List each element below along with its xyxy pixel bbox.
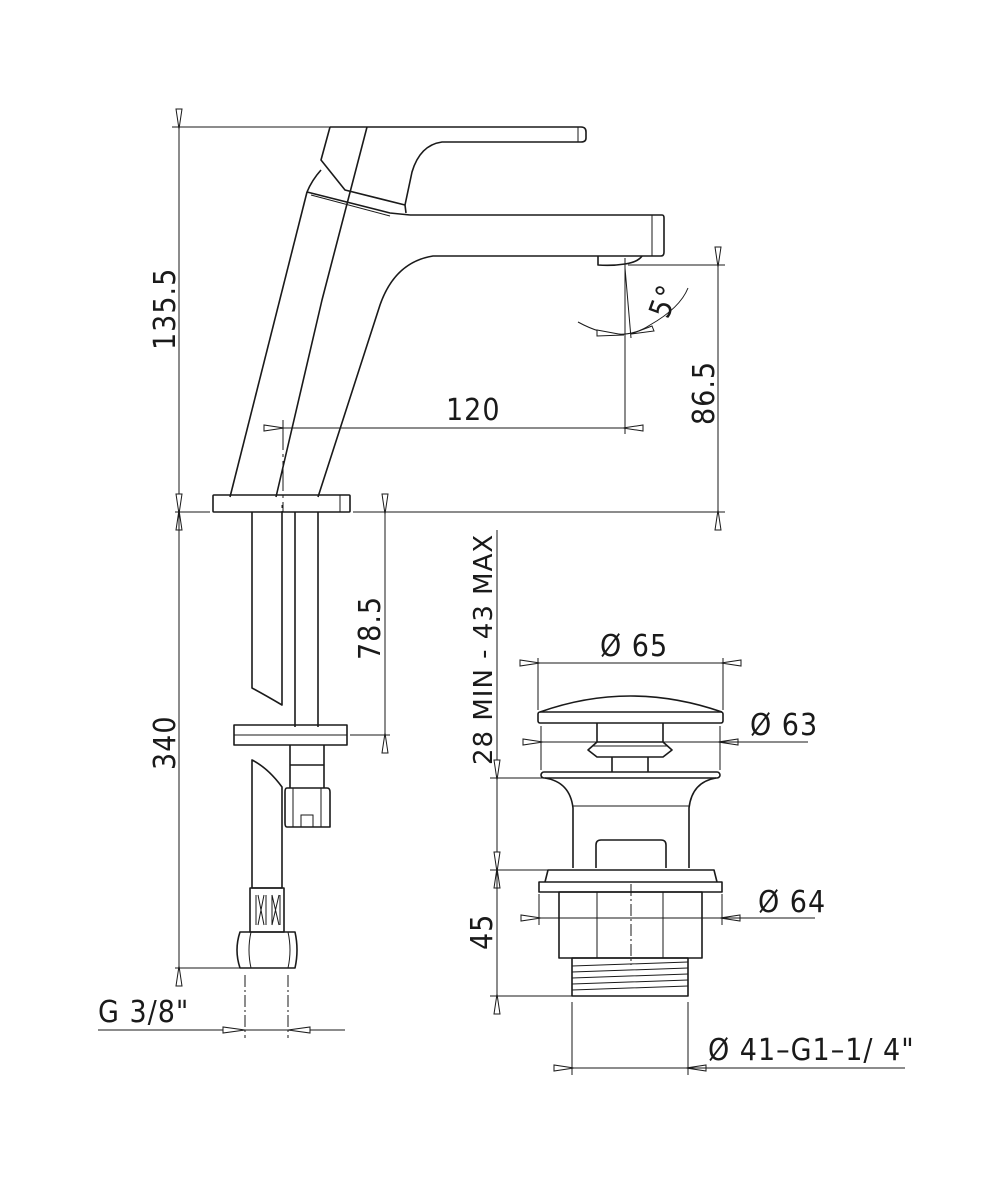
thread-spec-label: Ø 41–G1–1/ 4": [708, 1033, 915, 1068]
dimension-hose-length: 340: [148, 514, 240, 968]
hose-length-label: 340: [148, 715, 183, 770]
flange-diameter-label: Ø 63: [750, 708, 818, 743]
nut-diameter-label: Ø 64: [758, 885, 826, 920]
dimension-connection-thread: G 3/8": [98, 975, 345, 1038]
threaded-rod: [233, 505, 348, 828]
connection-thread-label: G 3/8": [98, 995, 189, 1030]
popup-waste: [537, 695, 724, 997]
total-height-label: 135.5: [148, 268, 183, 350]
dimension-flange-diameter: Ø 63: [541, 708, 818, 770]
shank-length-label: 78.5: [353, 596, 388, 660]
basin-thickness-label: 28 MIN - 43 MAX: [469, 534, 499, 765]
dimension-spout-angle: 5°: [577, 267, 689, 339]
dimension-nut-diameter: Ø 64: [539, 885, 826, 925]
spout-height-label: 86.5: [687, 361, 722, 425]
spout-angle-label: 5°: [643, 280, 687, 323]
dimension-spout-reach: 120: [283, 258, 625, 512]
dimension-basin-thickness: 28 MIN - 43 MAX: [469, 530, 545, 868]
dimension-shank-length: 78.5: [350, 514, 390, 735]
cap-diameter-label: Ø 65: [600, 629, 668, 664]
dimension-cap-diameter: Ø 65: [538, 629, 723, 710]
body-height-label: 45: [465, 914, 500, 950]
dimension-thread-spec: Ø 41–G1–1/ 4": [572, 1002, 915, 1075]
dimension-body-height: 45: [465, 870, 572, 996]
supply-hose: [236, 512, 298, 969]
dimension-spout-height: 86.5: [628, 265, 725, 510]
dimension-total-height: 135.5: [148, 129, 183, 510]
faucet-body: [212, 126, 665, 513]
spout-reach-label: 120: [446, 393, 501, 428]
